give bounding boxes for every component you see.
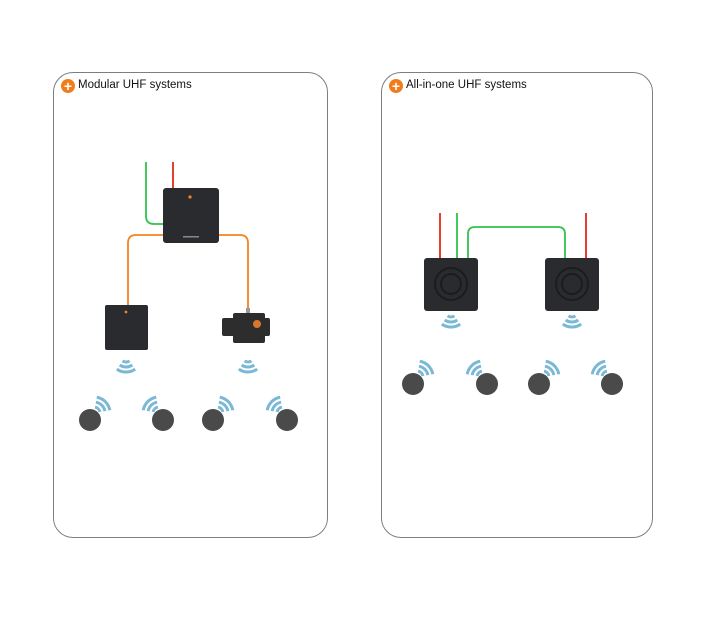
antenna-reader <box>105 305 148 350</box>
all-in-one-reader <box>545 258 599 311</box>
cable-orange <box>127 234 164 306</box>
signal-wave-icon <box>561 314 583 329</box>
rfid-tag <box>528 373 550 395</box>
signal-wave-icon <box>417 359 435 377</box>
cable-green <box>467 226 566 259</box>
signal-wave-icon <box>141 395 159 413</box>
signal-wave-icon <box>265 395 283 413</box>
signal-wave-icon <box>440 314 462 329</box>
panel-all-in-one: + All-in-one UHF systems <box>381 72 653 538</box>
panel-title: Modular UHF systems <box>78 79 192 91</box>
signal-wave-icon <box>115 359 137 374</box>
signal-wave-icon <box>543 359 561 377</box>
plus-icon[interactable]: + <box>389 79 403 93</box>
rfid-tag <box>402 373 424 395</box>
controller-device <box>163 188 219 243</box>
signal-wave-icon <box>590 359 608 377</box>
plus-icon[interactable]: + <box>61 79 75 93</box>
signal-wave-icon <box>237 359 259 374</box>
signal-wave-icon <box>465 359 483 377</box>
rfid-tag <box>601 373 623 395</box>
cable-orange <box>218 234 249 313</box>
antenna-module <box>222 308 270 343</box>
rfid-tag <box>276 409 298 431</box>
cable-green <box>145 162 164 225</box>
all-in-one-reader <box>424 258 478 311</box>
rfid-tag <box>202 409 224 431</box>
rfid-tag <box>476 373 498 395</box>
signal-wave-icon <box>217 395 235 413</box>
rfid-tag <box>152 409 174 431</box>
signal-wave-icon <box>94 395 112 413</box>
panel-title: All-in-one UHF systems <box>406 79 527 91</box>
rfid-tag <box>79 409 101 431</box>
panel-modular: + Modular UHF systems <box>53 72 328 538</box>
